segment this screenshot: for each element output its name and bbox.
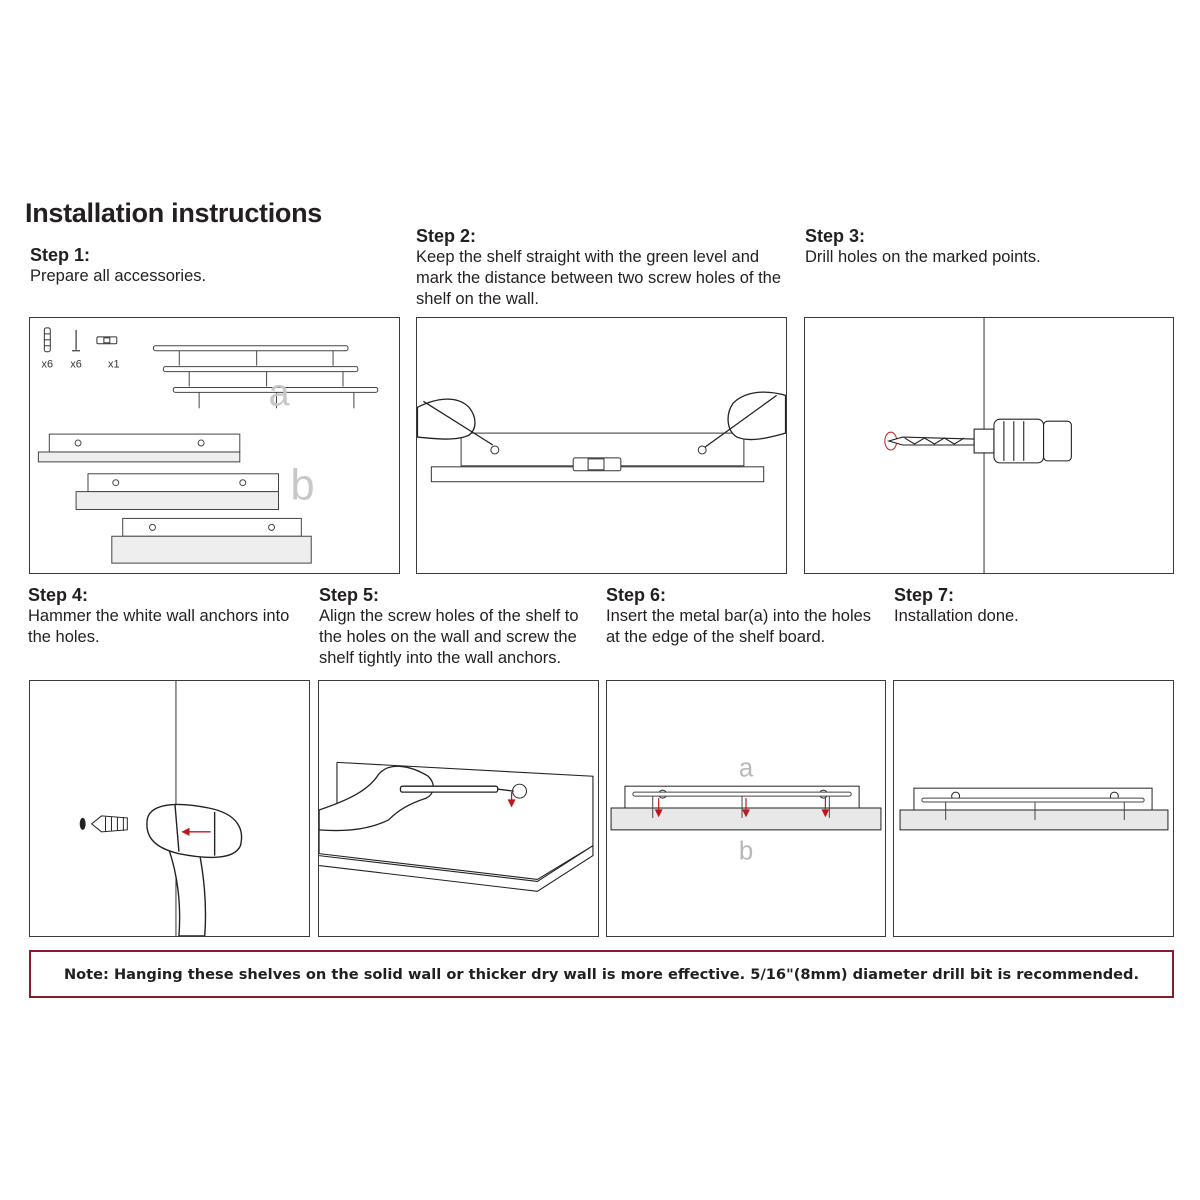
drill-icon	[886, 418, 1072, 464]
step-2-illustration	[416, 317, 787, 574]
step-5-text: Align the screw holes of the shelf to th…	[319, 607, 579, 667]
step-5-caption: Step 5: Align the screw holes of the she…	[319, 585, 604, 669]
screw-shelf-drawing	[319, 761, 594, 892]
step-2-caption: Step 2: Keep the shelf straight with the…	[416, 226, 786, 310]
arrow-icon	[181, 827, 211, 836]
part-a-label: a	[269, 371, 290, 413]
step-7-illustration	[893, 680, 1174, 937]
shelf-boards	[37, 433, 312, 564]
anchor-qty: x6	[42, 359, 54, 371]
step-1-heading: Step 1:	[30, 245, 91, 265]
part-a-label: a	[739, 754, 754, 782]
screw-hole	[512, 783, 527, 799]
step-6-text: Insert the metal bar(a) into the holes a…	[606, 607, 872, 646]
step-3-heading: Step 3:	[805, 226, 866, 246]
drill-drawing	[884, 318, 1072, 573]
screw-qty: x6	[70, 359, 82, 371]
step-3-caption: Step 3: Drill holes on the marked points…	[805, 226, 1165, 268]
page-title: Installation instructions	[25, 198, 323, 228]
step-4-text: Hammer the white wall anchors into the h…	[28, 607, 290, 646]
mark-wall-drawing	[417, 391, 786, 483]
step-6-heading: Step 6:	[606, 585, 667, 605]
step-4-caption: Step 4: Hammer the white wall anchors in…	[28, 585, 298, 648]
step-3-text: Drill holes on the marked points.	[805, 248, 1041, 266]
step-6-illustration: a b	[606, 680, 886, 937]
step-1-illustration: x6 x6 x1 a b	[29, 317, 400, 574]
note-box: Note: Hanging these shelves on the solid…	[29, 950, 1174, 998]
metal-bars	[152, 345, 379, 409]
insert-bar-drawing: a b	[610, 754, 882, 866]
hand-screwdriver-icon	[319, 765, 514, 832]
step-7-heading: Step 7:	[894, 585, 955, 605]
note-text: Note: Hanging these shelves on the solid…	[63, 965, 1140, 983]
wall-anchor-icon	[90, 815, 128, 833]
screw-icon	[72, 329, 81, 352]
step-7-caption: Step 7: Installation done.	[894, 585, 1164, 627]
part-b-label: b	[290, 461, 314, 510]
right-hand-icon	[704, 391, 786, 448]
step-3-illustration	[804, 317, 1174, 574]
step-5-heading: Step 5:	[319, 585, 380, 605]
shelf-board	[899, 787, 1169, 831]
mark-left	[490, 445, 500, 455]
metal-bar	[921, 797, 1145, 820]
accessories-drawing: x6 x6 x1 a b	[37, 327, 379, 564]
wall-anchor-icon	[43, 327, 51, 353]
hammer-drawing	[79, 681, 243, 936]
step-2-heading: Step 2:	[416, 226, 477, 246]
step-6-caption: Step 6: Insert the metal bar(a) into the…	[606, 585, 876, 648]
part-b-label: b	[739, 838, 753, 866]
step-1-text: Prepare all accessories.	[30, 267, 207, 285]
arrow-icon	[654, 798, 830, 818]
level-icon	[96, 336, 118, 345]
step-7-text: Installation done.	[894, 607, 1019, 625]
level-qty: x1	[108, 359, 120, 371]
step-1-caption: Step 1: Prepare all accessories.	[30, 245, 390, 287]
finished-shelf-drawing	[899, 787, 1169, 831]
wall-hole	[79, 817, 86, 830]
arrow-icon	[507, 792, 516, 808]
hammer-icon	[146, 803, 243, 936]
metal-bar	[632, 791, 852, 818]
step-4-illustration	[29, 680, 310, 937]
step-4-heading: Step 4:	[28, 585, 89, 605]
mark-right	[697, 445, 707, 455]
left-hand-icon	[417, 398, 494, 446]
step-5-illustration	[318, 680, 599, 937]
step-2-text: Keep the shelf straight with the green l…	[416, 248, 782, 308]
